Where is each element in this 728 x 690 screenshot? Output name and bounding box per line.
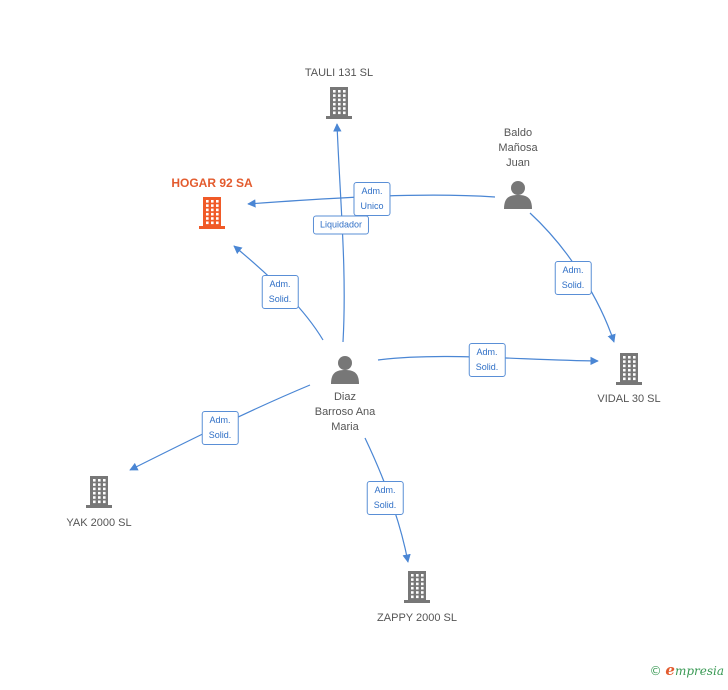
node-tauli[interactable] (326, 87, 352, 119)
building-icon (86, 476, 112, 508)
edge-label-diaz-vidal[interactable]: Adm. Solid. (468, 343, 506, 377)
node-label-tauli[interactable]: TAULI 131 SL (304, 67, 374, 79)
node-hogar[interactable] (199, 197, 225, 229)
node-vidal[interactable] (616, 353, 642, 385)
nodes-layer (86, 87, 642, 603)
building-icon (616, 353, 642, 385)
brand-initial: e (665, 661, 675, 679)
edge-label-diaz-zappy[interactable]: Adm. Solid. (366, 481, 404, 515)
building-icon (326, 87, 352, 119)
person-icon (504, 181, 532, 209)
brand-name: mpresia (674, 664, 724, 678)
copyright-symbol: © (649, 664, 662, 678)
node-baldo[interactable] (504, 181, 532, 209)
edge-label-diaz-yak[interactable]: Adm. Solid. (201, 411, 239, 445)
copyright: © empresia (650, 661, 724, 679)
edge-label-diaz-hogar[interactable]: Adm. Solid. (261, 275, 299, 309)
edge-label-baldo-hogar[interactable]: Adm. Unico (353, 182, 391, 216)
node-zappy[interactable] (404, 571, 430, 603)
node-label-zappy[interactable]: ZAPPY 2000 SL (377, 612, 457, 624)
edge-label-baldo-vidal[interactable]: Adm. Solid. (554, 261, 592, 295)
node-label-hogar[interactable]: HOGAR 92 SA (171, 176, 253, 190)
person-icon (331, 356, 359, 384)
node-label-vidal[interactable]: VIDAL 30 SL (597, 393, 661, 405)
node-diaz[interactable] (331, 356, 359, 384)
node-label-yak[interactable]: YAK 2000 SL (66, 517, 132, 529)
building-icon (199, 197, 225, 229)
edge-label-diaz-tauli[interactable]: Liquidador (312, 215, 370, 235)
building-icon (404, 571, 430, 603)
node-yak[interactable] (86, 476, 112, 508)
